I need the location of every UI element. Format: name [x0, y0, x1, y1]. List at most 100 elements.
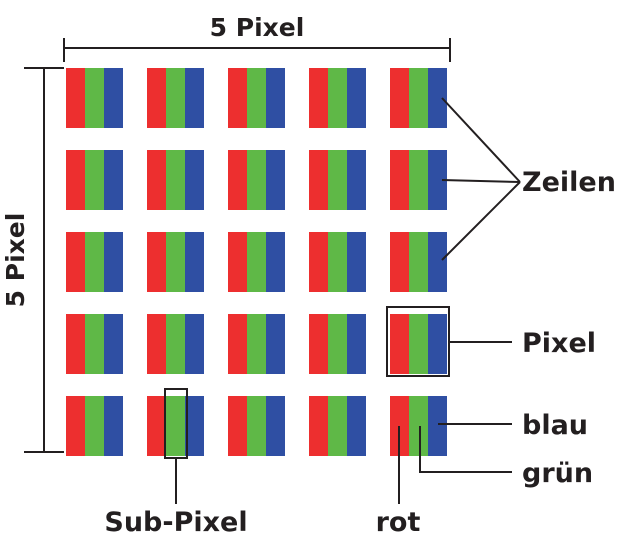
subpixel-green [409, 232, 429, 292]
subpixel-blue [104, 150, 123, 210]
subpixel-blue [428, 396, 447, 456]
subpixel-blue [185, 396, 204, 456]
subpixel-blue [104, 68, 123, 128]
pixel [390, 150, 447, 210]
subpixel-red [228, 150, 248, 210]
subpixel-green [247, 150, 267, 210]
subpixel-blue [185, 68, 204, 128]
subpixel-green [247, 68, 267, 128]
subpixel-red [390, 314, 410, 374]
subpixel-green [409, 68, 429, 128]
pixel [390, 314, 447, 374]
pixel-label: Pixel [522, 328, 596, 359]
subpixel-red [390, 68, 410, 128]
rows-leader-top [441, 97, 521, 183]
pixel [309, 314, 366, 374]
subpixel-green [328, 396, 348, 456]
subpixel-blue [428, 68, 447, 128]
subpixel-blue [428, 150, 447, 210]
subpixel-red [390, 232, 410, 292]
side-dimension: 5 Pixel [1, 67, 64, 453]
rows-leader-middle [441, 179, 521, 183]
subpixel-blue [266, 396, 285, 456]
subpixel-red [66, 68, 86, 128]
subpixel-blue [104, 232, 123, 292]
pixel [228, 232, 285, 292]
subpixel-green [409, 396, 429, 456]
pixel [309, 150, 366, 210]
pixel [390, 396, 447, 456]
subpixel-green [85, 396, 105, 456]
subpixel-green [328, 314, 348, 374]
subpixel-red [228, 314, 248, 374]
pixel [66, 150, 123, 210]
red-label: rot [376, 507, 421, 537]
leader-lines [175, 97, 521, 504]
pixel [66, 232, 123, 292]
pixel [309, 396, 366, 456]
rows-label: Zeilen [522, 167, 616, 198]
subpixel-green [85, 232, 105, 292]
pixel-grid [66, 68, 447, 456]
top-dimension: 5 Pixel [63, 13, 451, 62]
subpixel-green [166, 232, 186, 292]
subpixel-green [247, 314, 267, 374]
subpixel-red [390, 150, 410, 210]
subpixel-red [147, 314, 167, 374]
subpixel-green [85, 150, 105, 210]
subpixel-red [66, 150, 86, 210]
pixel [147, 68, 204, 128]
subpixel-blue [428, 314, 447, 374]
pixel [147, 232, 204, 292]
subpixel-red [309, 314, 329, 374]
pixel [390, 232, 447, 292]
subpixel-blue [104, 396, 123, 456]
subpixel-green [247, 232, 267, 292]
subpixel-blue [266, 68, 285, 128]
subpixel-red [309, 396, 329, 456]
subpixel-red [309, 150, 329, 210]
subpixel-blue [104, 314, 123, 374]
subpixel-green [328, 68, 348, 128]
pixel [228, 314, 285, 374]
subpixel-blue [266, 314, 285, 374]
pixel [228, 68, 285, 128]
pixel-highlight-box [386, 306, 450, 377]
green-label: grün [522, 458, 593, 489]
side-dimension-label: 5 Pixel [1, 213, 30, 308]
subpixel-blue [347, 232, 366, 292]
subpixel-green [409, 314, 429, 374]
subpixel-green [247, 396, 267, 456]
pixel [66, 68, 123, 128]
pixel [66, 314, 123, 374]
subpixel-red [309, 68, 329, 128]
subpixel-green [166, 314, 186, 374]
subpixel-red [147, 396, 167, 456]
subpixel-red [147, 232, 167, 292]
subpixel-red [228, 232, 248, 292]
pixel [66, 396, 123, 456]
subpixel-red [228, 68, 248, 128]
subpixel-green [328, 150, 348, 210]
rows-leader-bottom [441, 181, 521, 261]
subpixel-blue [185, 314, 204, 374]
subpixel-red [66, 314, 86, 374]
subpixel-highlight-box [164, 388, 188, 459]
pixel [390, 68, 447, 128]
subpixel-blue [428, 232, 447, 292]
subpixel-green [409, 150, 429, 210]
subpixel-green [166, 396, 186, 456]
subpixel-red [309, 232, 329, 292]
blue-label: blau [522, 410, 588, 441]
subpixel-red [66, 232, 86, 292]
subpixel-red [147, 68, 167, 128]
subpixel-blue [347, 396, 366, 456]
subpixel-blue [266, 232, 285, 292]
pixel [147, 150, 204, 210]
pixel [228, 150, 285, 210]
pixel [147, 396, 204, 456]
subpixel-blue [185, 150, 204, 210]
subpixel-green [166, 68, 186, 128]
